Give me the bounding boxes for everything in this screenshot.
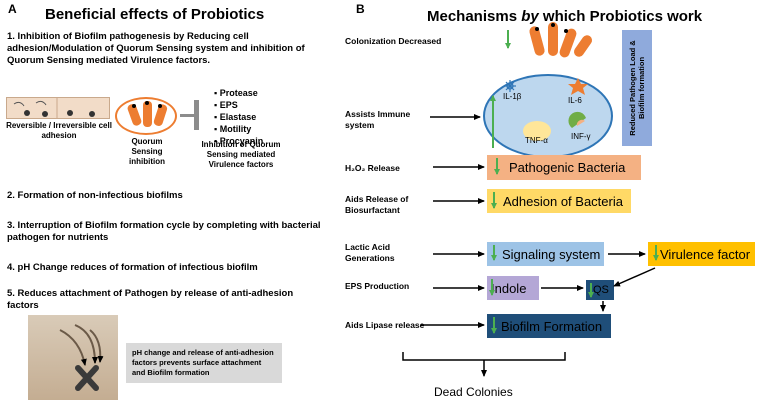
inf-inner-icon xyxy=(576,119,585,126)
biofilm-label: Biofilm Formation xyxy=(501,318,603,334)
factor-elastase: ▪ Elastase xyxy=(214,112,257,122)
benefit-item-3: 3. Interruption of Biofilm formation cyc… xyxy=(7,220,321,243)
tnf-blob xyxy=(523,121,551,141)
factor-protease: ▪ Protease xyxy=(214,88,258,98)
virulence-box: Virulence factor xyxy=(648,242,755,266)
inhibitor-bar-horizontal xyxy=(180,114,194,117)
green-down-arrows xyxy=(489,158,659,334)
benefit-item-2: 2. Formation of non-infectious biofilms xyxy=(7,190,183,201)
cytokine-il1b: IL-1β xyxy=(503,92,522,101)
benefit-item-1: 1. Inhibition of Biofilm pathogenesis by… xyxy=(7,31,305,66)
factor-eps: ▪ EPS xyxy=(214,100,238,110)
benefit-item-5: 5. Reduces attachment of Pathogen by rel… xyxy=(7,288,294,311)
biosurfactant-label: Aids Release of Biosurfactant xyxy=(345,194,409,215)
x-mark-icon xyxy=(75,365,99,391)
panel-b-title: Mechanisms by which Probiotics work xyxy=(427,8,703,25)
benefit-item-4: 4. pH Change reduces of formation of inf… xyxy=(7,262,258,273)
factor-procyanin: ▪ Procyanin xyxy=(214,136,264,146)
virulence-factor-list: ▪ Protease ▪ EPS ▪ Elastase ▪ Motility ▪… xyxy=(214,87,263,147)
qs-bacteria xyxy=(127,101,168,127)
signaling-label: Signaling system xyxy=(502,246,601,262)
indole-label: Indole xyxy=(491,280,527,296)
biofilm-box: Biofilm Formation xyxy=(487,314,611,338)
adhesion-box: Adhesion of Bacteria xyxy=(487,189,631,213)
factors-caption: Inhibition of Quorum Sensing mediated Vi… xyxy=(201,140,281,169)
virulence-label: Virulence factor xyxy=(660,246,751,262)
inf-icon xyxy=(568,111,586,128)
panel-a-title: Beneficial effects of Probiotics xyxy=(45,6,265,23)
eps-label: EPS Production xyxy=(345,281,410,291)
immune-cell-ellipse xyxy=(483,74,613,158)
h2o2-label: H₂O₂ Release xyxy=(345,163,400,173)
adhesion-caption: Reversible / Irreversible cell adhesion xyxy=(6,121,112,140)
ph-caption-box: pH change and release of anti-adhesion f… xyxy=(126,343,282,383)
cytokine-tnf: TNF-α xyxy=(525,136,548,145)
photo-arrows xyxy=(59,324,104,366)
panel-b-letter: B xyxy=(356,2,365,16)
reduced-pathogen-box: Reduced Pathogen Load & Biofilm formatio… xyxy=(622,30,652,146)
inhibitor-bar-vertical xyxy=(194,100,199,130)
il6-star-icon xyxy=(568,78,588,95)
pathogenic-bacteria-label: Pathogenic Bacteria xyxy=(509,160,626,175)
adhesion-bacteria xyxy=(13,97,95,119)
il1b-icon xyxy=(504,80,516,92)
adhesion-surface-illustration xyxy=(6,97,110,119)
pathogenic-bacteria-box: Pathogenic Bacteria xyxy=(487,155,641,180)
colonization-label: Colonization Decreased xyxy=(345,36,442,46)
signaling-box: Signaling system xyxy=(487,242,604,266)
indole-box: Indole xyxy=(487,276,539,300)
dead-colonies-label: Dead Colonies xyxy=(434,385,513,399)
qs-label: QS xyxy=(593,284,609,296)
mechanism-arrows xyxy=(402,114,656,377)
adhesion-label: Adhesion of Bacteria xyxy=(503,193,623,209)
colonization-bacteria xyxy=(529,22,593,58)
panel-a-letter: A xyxy=(8,2,17,16)
lipase-label: Aids Lipase release xyxy=(345,320,425,330)
immune-label: Assists Immune system xyxy=(345,109,411,130)
factor-motility: ▪ Motility xyxy=(214,124,252,134)
cytokine-inf: INF-γ xyxy=(571,132,591,141)
qs-caption: Quorum Sensing inhibition xyxy=(129,137,165,166)
cytokine-il6: IL-6 xyxy=(568,96,582,105)
lactic-label: Lactic Acid Generations xyxy=(345,242,395,263)
